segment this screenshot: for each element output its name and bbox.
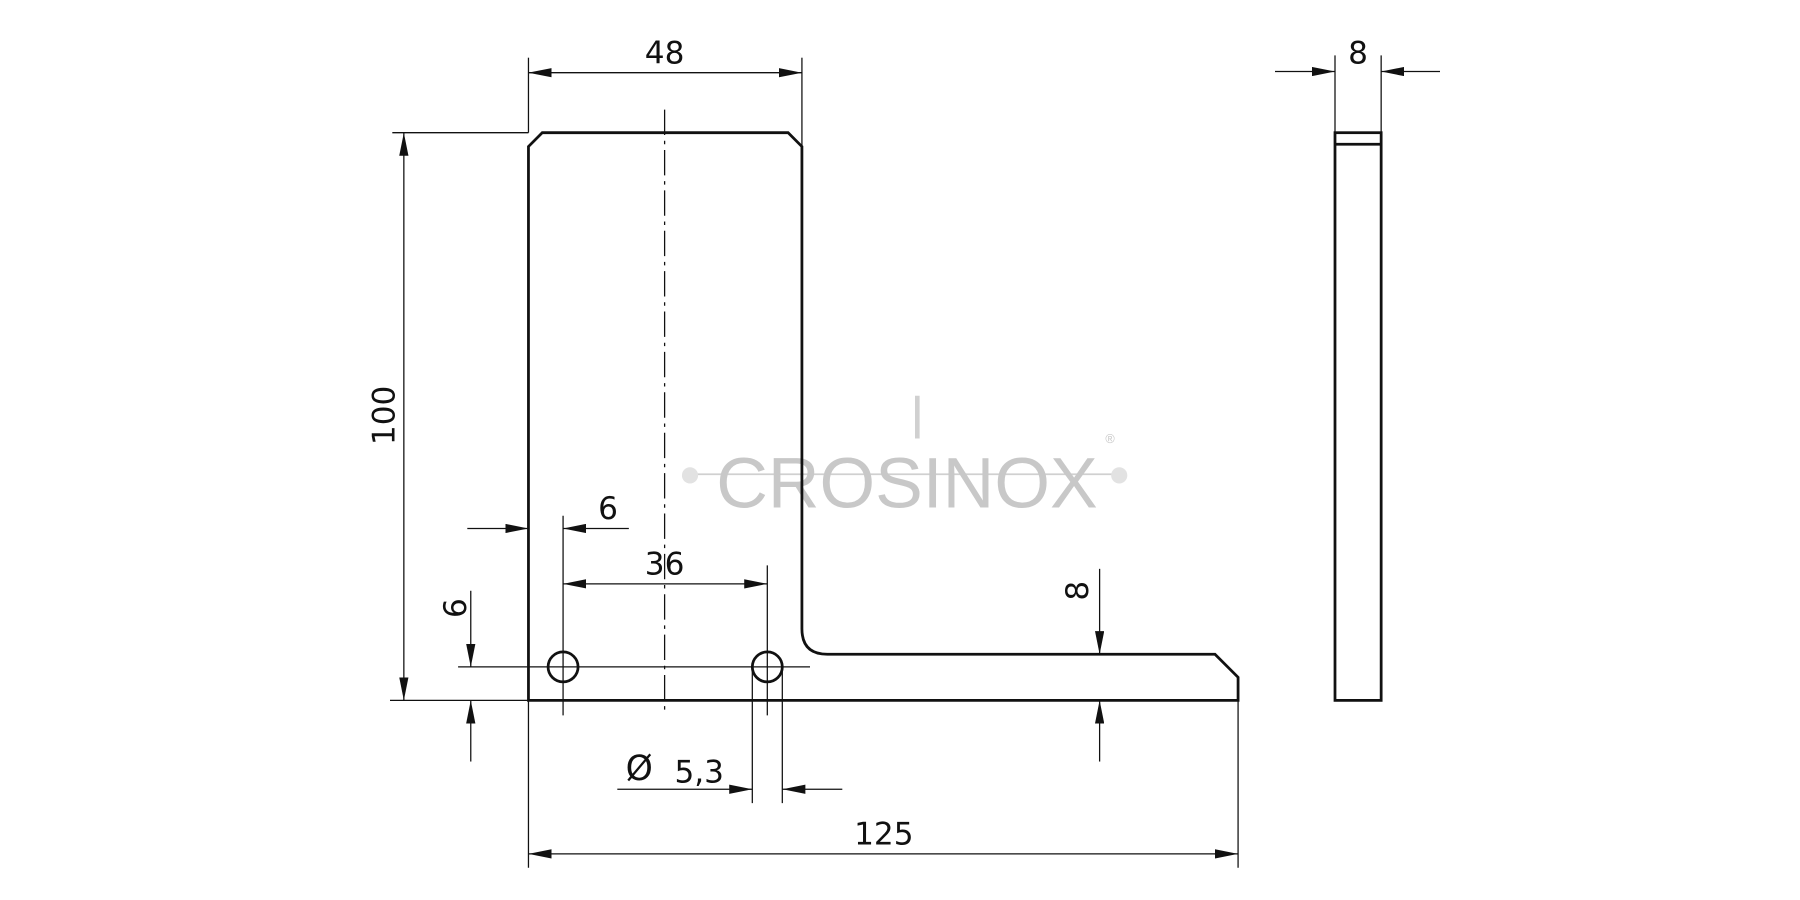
dimension-8-side: 8 bbox=[1348, 35, 1368, 71]
dimension-36: 36 bbox=[563, 547, 768, 589]
svg-text:100: 100 bbox=[367, 386, 403, 445]
svg-text:125: 125 bbox=[854, 817, 913, 853]
svg-text:48: 48 bbox=[645, 35, 685, 71]
watermark-registered: ® bbox=[1105, 432, 1115, 446]
side-view: 8 bbox=[1275, 35, 1440, 702]
svg-text:36: 36 bbox=[645, 547, 685, 583]
l-bracket-outline bbox=[527, 131, 1240, 702]
diameter-symbol: Ø bbox=[626, 749, 653, 789]
dimension-6-horizontal: 6 bbox=[467, 491, 629, 534]
dimension-6-vertical: 6 bbox=[438, 590, 476, 762]
dimension-100: 100 bbox=[367, 132, 529, 702]
svg-text:6: 6 bbox=[438, 598, 474, 618]
watermark-logo: CROSINOX ® bbox=[681, 395, 1128, 524]
dimension-48: 48 bbox=[527, 35, 803, 147]
svg-text:6: 6 bbox=[598, 491, 618, 527]
watermark-text: CROSINOX bbox=[716, 444, 1097, 524]
dimension-8-leg: 8 bbox=[1060, 568, 1105, 762]
svg-text:5,3: 5,3 bbox=[674, 754, 724, 790]
dimension-125: 125 bbox=[527, 677, 1239, 868]
svg-text:8: 8 bbox=[1060, 581, 1096, 601]
dimension-hole-diameter: Ø 5,3 bbox=[617, 749, 843, 794]
